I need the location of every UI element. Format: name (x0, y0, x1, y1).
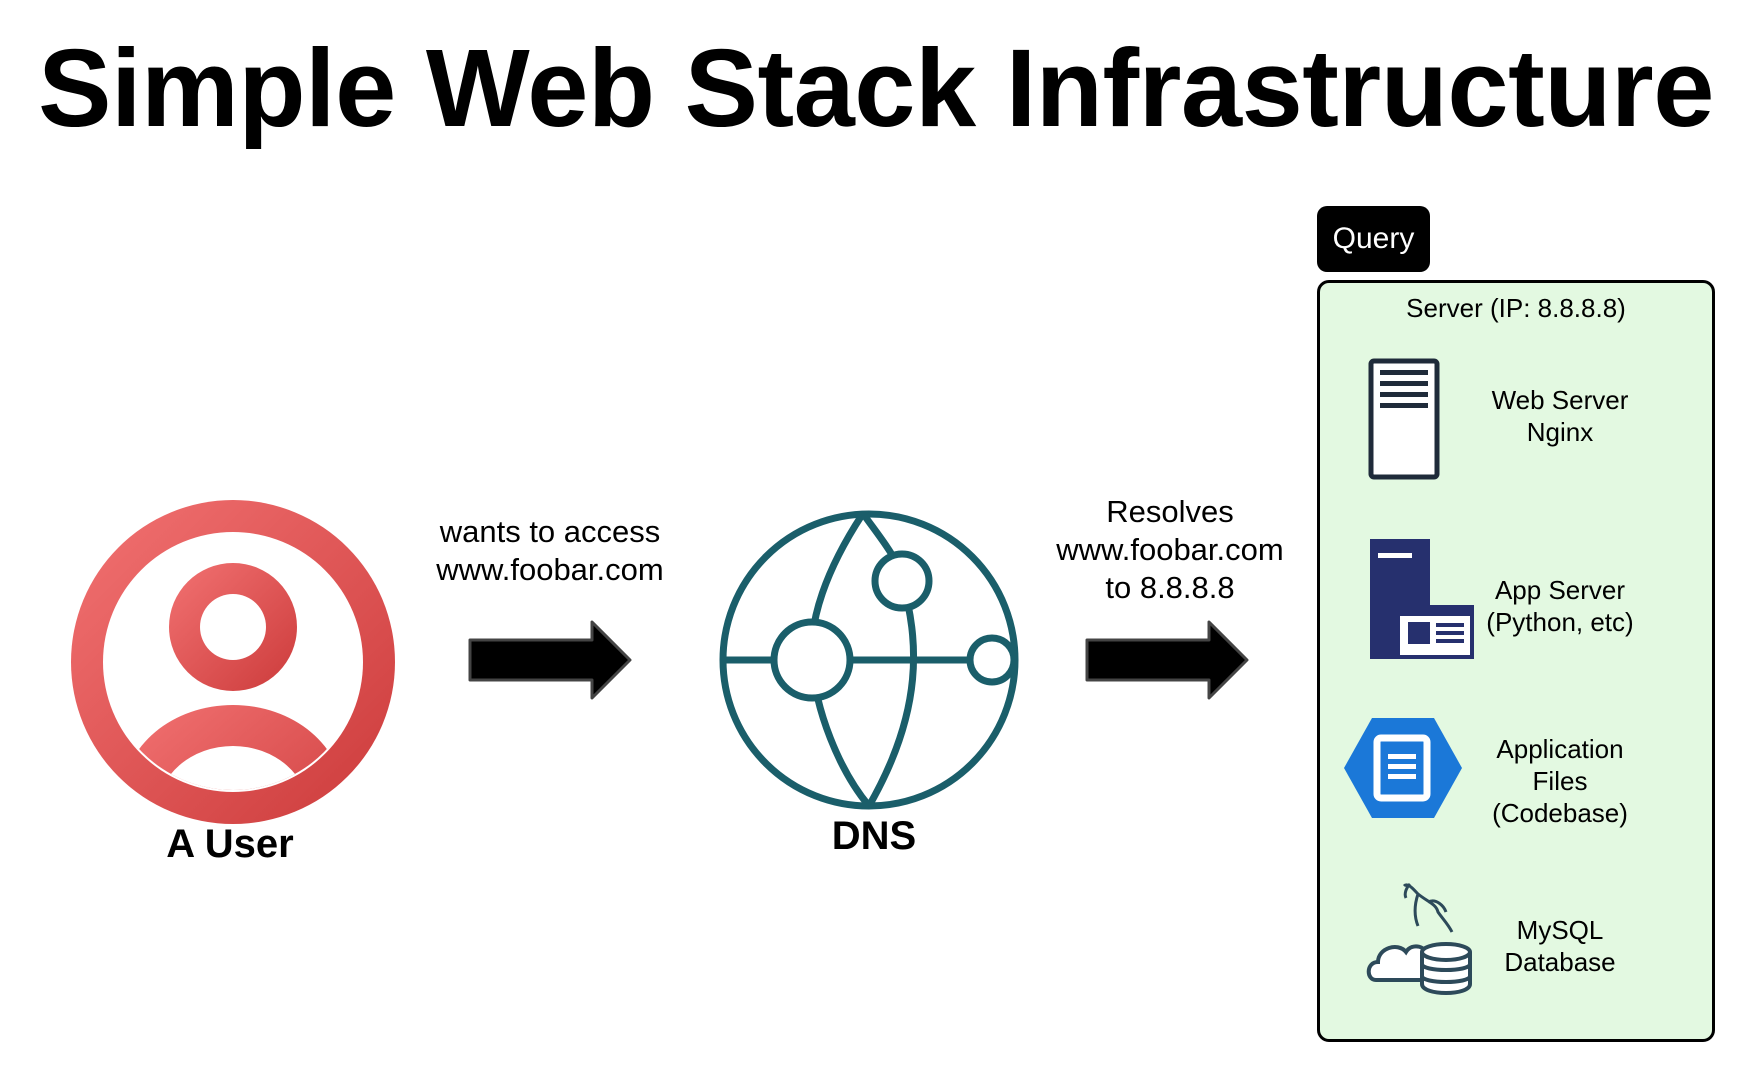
arrow-right-icon (1085, 620, 1249, 700)
label-line: Web Server (1491, 385, 1629, 415)
edge-label-access: wants to access www.foobar.com (410, 513, 690, 589)
application-files-label: Application Files (Codebase) (1450, 733, 1670, 830)
application-files-icon (1344, 718, 1462, 818)
edge-label-resolves: Resolves www.foobar.com to 8.8.8.8 (1040, 493, 1300, 606)
edge-label-line: www.foobar.com (436, 551, 664, 587)
globe-network-icon (719, 510, 1019, 810)
query-tab: Query (1317, 206, 1430, 272)
label-line: (Python, etc) (1486, 607, 1634, 638)
mysql-database-label: MySQL Database (1450, 914, 1670, 978)
label-line: App Server (1494, 575, 1626, 605)
user-label: A User (166, 822, 294, 866)
label-line: (Codebase) (1492, 798, 1628, 829)
web-server-label: Web Server Nginx (1450, 384, 1670, 448)
arrow-right-icon (468, 620, 632, 700)
web-server-icon (1368, 358, 1440, 480)
label-line: Nginx (1526, 417, 1594, 448)
edge-label-line: to 8.8.8.8 (1105, 569, 1235, 605)
label-line: Database (1504, 947, 1616, 978)
edge-label-line: Resolves (1106, 494, 1234, 529)
label-line: MySQL (1516, 915, 1604, 945)
app-server-icon (1370, 539, 1474, 659)
server-title: Server (IP: 8.8.8.8) (1406, 293, 1626, 323)
user-circle-icon (71, 500, 395, 824)
dns-label: DNS (831, 814, 917, 858)
label-line: Application (1496, 734, 1624, 764)
label-line: Files (1532, 766, 1588, 797)
mysql-database-icon (1366, 882, 1472, 995)
app-server-label: App Server (Python, etc) (1450, 574, 1670, 638)
edge-label-line: www.foobar.com (1056, 531, 1284, 567)
diagram-title: Simple Web Stack Infrastructure (38, 27, 1714, 150)
edge-label-line: wants to access (439, 514, 661, 549)
